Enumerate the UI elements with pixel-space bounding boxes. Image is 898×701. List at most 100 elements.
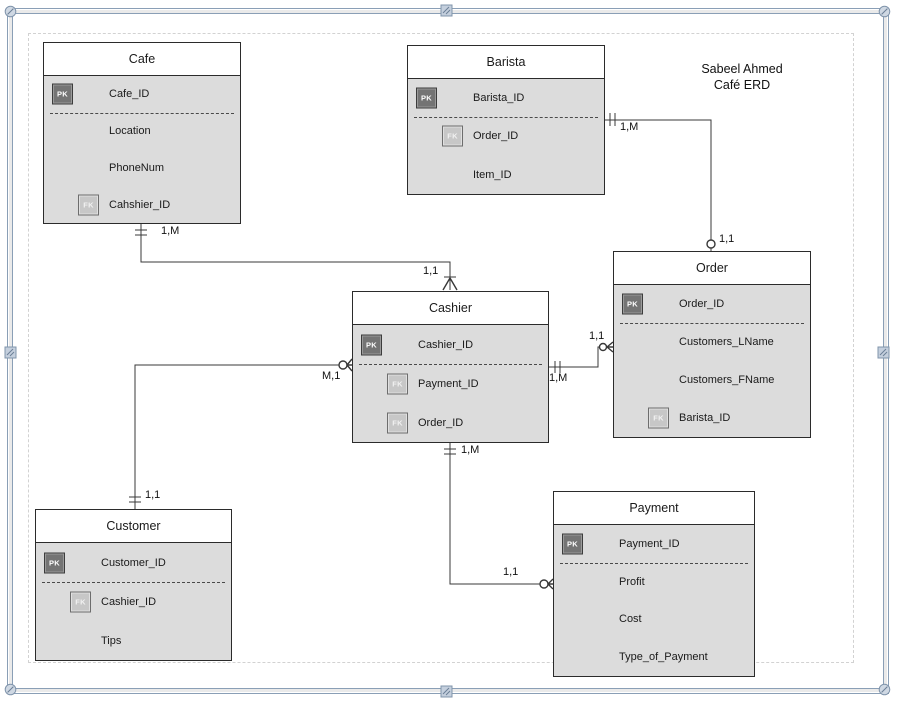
attribute-row[interactable]: FK Payment_ID bbox=[353, 364, 548, 403]
attribute-row[interactable]: Tips bbox=[36, 621, 231, 660]
cardinality-label: 1,M bbox=[620, 121, 639, 133]
attribute-label: Order_ID bbox=[473, 130, 519, 143]
attribute-row[interactable]: Customers_FName bbox=[614, 361, 810, 399]
attribute-label: Location bbox=[109, 125, 151, 138]
attribute-label: PhoneNum bbox=[109, 161, 165, 174]
optional-circle-icon bbox=[338, 360, 348, 370]
pk-badge: PK bbox=[416, 87, 437, 109]
resize-handle-bottom-left[interactable] bbox=[4, 683, 17, 696]
attribute-row[interactable]: FK Cashier_ID bbox=[36, 582, 231, 621]
attribute-row[interactable]: Item_ID bbox=[408, 156, 604, 194]
attribute-label: Item_ID bbox=[473, 168, 512, 181]
attribute-row[interactable]: PK Customer_ID bbox=[36, 543, 231, 583]
cardinality-label: 1,1 bbox=[503, 566, 519, 578]
entity-title[interactable]: Order bbox=[614, 252, 810, 285]
resize-handle-bottom-center[interactable] bbox=[440, 685, 453, 698]
entity-cafe[interactable]: Cafe PK Cafe_ID Location PhoneNum FK Cah… bbox=[43, 42, 241, 224]
resize-handle-bottom-right[interactable] bbox=[878, 683, 891, 696]
fk-badge: FK bbox=[648, 407, 669, 429]
attribute-label: Profit bbox=[619, 575, 645, 588]
entity-title[interactable]: Cafe bbox=[44, 43, 240, 76]
cardinality-label: 1,M bbox=[461, 444, 480, 456]
attribute-row[interactable]: Customers_LName bbox=[614, 323, 810, 361]
fk-badge: FK bbox=[387, 412, 408, 433]
cardinality-label: 1,1 bbox=[589, 330, 605, 342]
attribute-label: Barista_ID bbox=[679, 412, 731, 424]
attribute-label: Cashier_ID bbox=[418, 338, 474, 351]
cardinality-label: 1,M bbox=[161, 225, 180, 237]
resize-handle-top-center[interactable] bbox=[440, 4, 453, 17]
pk-badge: PK bbox=[562, 533, 583, 555]
cardinality-label: M,1 bbox=[322, 370, 341, 382]
resize-handle-top-left[interactable] bbox=[4, 5, 17, 18]
crow-foot-icon bbox=[547, 578, 554, 590]
attribute-row[interactable]: Type_of_Payment bbox=[554, 638, 754, 676]
attribute-label: Type_of_Payment bbox=[619, 651, 708, 664]
attribute-row[interactable]: PhoneNum bbox=[44, 150, 240, 187]
entity-payment[interactable]: Payment PK Payment_ID Profit Cost Type_o… bbox=[553, 491, 755, 677]
cardinality-label: 1,1 bbox=[145, 489, 161, 501]
attribute-label: Order_ID bbox=[679, 298, 725, 310]
optional-circle-icon bbox=[539, 579, 549, 589]
attribute-row[interactable]: PK Barista_ID bbox=[408, 79, 604, 119]
attribute-label: Payment_ID bbox=[619, 537, 680, 550]
entity-title[interactable]: Cashier bbox=[353, 292, 548, 325]
pk-badge: PK bbox=[361, 334, 382, 355]
pk-badge: PK bbox=[44, 552, 65, 573]
diagram-title: Sabeel Ahmed Café ERD bbox=[684, 61, 800, 93]
attribute-row[interactable]: Location bbox=[44, 113, 240, 150]
resize-handle-middle-left[interactable] bbox=[4, 346, 17, 359]
attribute-label: Cost bbox=[619, 613, 642, 626]
attribute-row[interactable]: PK Cashier_ID bbox=[353, 325, 548, 365]
connector-cashier-order[interactable] bbox=[549, 341, 614, 373]
attribute-label: Tips bbox=[101, 634, 122, 647]
diagram-title-line2: Café ERD bbox=[713, 78, 771, 92]
connector-barista-order[interactable] bbox=[605, 113, 716, 251]
entity-order[interactable]: Order PK Order_ID Customers_LName Custom… bbox=[613, 251, 811, 438]
cardinality-label: 1,1 bbox=[719, 233, 735, 245]
attribute-label: Cafe_ID bbox=[109, 88, 150, 101]
attribute-label: Customers_FName bbox=[679, 374, 775, 386]
connector-cafe-cashier[interactable] bbox=[135, 224, 458, 291]
attribute-label: Barista_ID bbox=[473, 92, 525, 105]
resize-handle-middle-right[interactable] bbox=[877, 346, 890, 359]
crow-foot-icon bbox=[442, 277, 458, 291]
entity-customer[interactable]: Customer PK Customer_ID FK Cashier_ID Ti… bbox=[35, 509, 232, 661]
entity-title[interactable]: Payment bbox=[554, 492, 754, 525]
pk-badge: PK bbox=[622, 293, 643, 315]
attribute-label: Order_ID bbox=[418, 416, 464, 429]
fk-badge: FK bbox=[442, 125, 463, 147]
entity-cashier[interactable]: Cashier PK Cashier_ID FK Payment_ID FK O… bbox=[352, 291, 549, 443]
attribute-row[interactable]: FK Barista_ID bbox=[614, 399, 810, 437]
optional-circle-icon bbox=[598, 342, 608, 352]
optional-circle-icon bbox=[706, 239, 716, 249]
attribute-row[interactable]: FK Order_ID bbox=[408, 117, 604, 155]
connector-cashier-customer[interactable] bbox=[129, 358, 353, 509]
crow-foot-icon bbox=[606, 341, 614, 353]
attribute-row[interactable]: PK Cafe_ID bbox=[44, 76, 240, 114]
attribute-row[interactable]: PK Order_ID bbox=[614, 285, 810, 324]
fk-badge: FK bbox=[70, 591, 91, 612]
cardinality-label: 1,1 bbox=[423, 265, 439, 277]
pk-badge: PK bbox=[52, 83, 73, 105]
entity-title[interactable]: Customer bbox=[36, 510, 231, 543]
attribute-label: Payment_ID bbox=[418, 377, 479, 390]
diagram-title-line1: Sabeel Ahmed bbox=[701, 62, 783, 76]
connector-cashier-payment[interactable] bbox=[444, 443, 554, 590]
attribute-row[interactable]: PK Payment_ID bbox=[554, 525, 754, 564]
attribute-row[interactable]: FK Cahshier_ID bbox=[44, 186, 240, 223]
attribute-label: Cashier_ID bbox=[101, 595, 157, 608]
entity-title[interactable]: Barista bbox=[408, 46, 604, 79]
resize-handle-top-right[interactable] bbox=[878, 5, 891, 18]
drawing-canvas-boundary bbox=[28, 33, 854, 663]
attribute-row[interactable]: FK Order_ID bbox=[353, 403, 548, 442]
attribute-row[interactable]: Profit bbox=[554, 563, 754, 601]
attribute-label: Customers_LName bbox=[679, 336, 774, 348]
entity-barista[interactable]: Barista PK Barista_ID FK Order_ID Item_I… bbox=[407, 45, 605, 195]
crow-foot-icon bbox=[346, 358, 353, 372]
attribute-row[interactable]: Cost bbox=[554, 601, 754, 639]
fk-badge: FK bbox=[387, 373, 408, 394]
cardinality-label: 1,M bbox=[549, 372, 568, 384]
